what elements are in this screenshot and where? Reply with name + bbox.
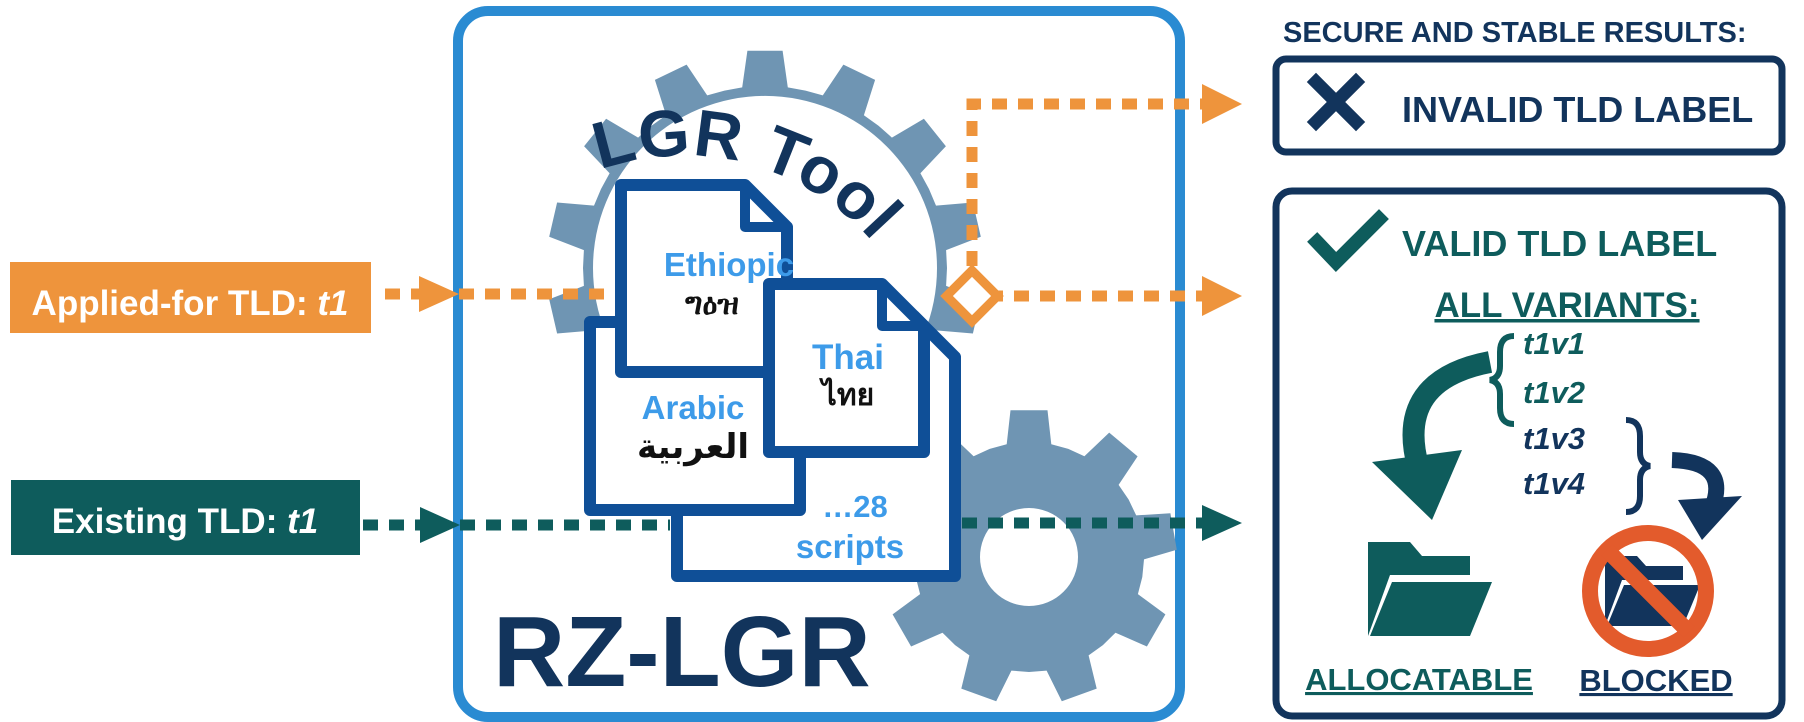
blocked-folder-icon [1582,525,1714,657]
applied-flow-line [385,98,1202,302]
script-sample-ethiopic: ግዕዝ [685,287,739,322]
variant-item: t1v4 [1523,466,1585,501]
variants-heading: ALL VARIANTS: [1434,286,1699,325]
existing-tld-box [11,480,360,555]
check-icon [1307,209,1389,273]
prohibition-icon [1601,544,1695,638]
existing-tld-label: Existing TLD: t1 [52,502,318,541]
script-name-arabic: Arabic [642,389,745,426]
arrowhead [1202,84,1242,124]
document-fold [877,284,924,331]
rz-lgr-title: RZ-LGR [493,596,871,708]
brace-blocked-icon [1625,417,1651,515]
variant-item: t1v3 [1523,421,1585,456]
invalid-result-box [1272,55,1786,156]
documents-stack [584,179,961,582]
invalid-label: INVALID TLD LABEL [1402,89,1753,130]
applied-tld-label: Applied-for TLD: t1 [32,284,349,323]
more-scripts-unit: scripts [796,528,904,565]
folder-icon [1368,542,1492,636]
existing-flow-line [363,517,1202,531]
cross-icon [1306,72,1366,132]
applied-tld-box [10,262,371,333]
allocatable-label: ALLOCATABLE [1305,662,1533,697]
arrowhead [1202,505,1242,541]
arrowhead [1678,496,1742,540]
brace-allocatable-icon [1489,333,1515,427]
blocked-label: BLOCKED [1579,663,1732,698]
valid-label: VALID TLD LABEL [1402,223,1717,264]
variant-item: t1v1 [1523,326,1585,361]
arrowhead [1202,276,1242,316]
arrowhead [420,507,460,543]
decision-diamond-icon [940,264,1004,328]
script-name-ethiopic: Ethiopic [664,246,794,283]
arrowhead [1372,450,1462,520]
prohibition-icon [1582,525,1714,657]
script-sample-thai: ไทย [819,377,874,413]
more-scripts-count: …28 [822,489,887,524]
curved-arrow-allocatable-icon [1402,351,1493,469]
script-sample-arabic: العربية [637,427,749,467]
variant-item: t1v2 [1523,375,1585,410]
arrowhead [419,276,459,312]
results-heading: SECURE AND STABLE RESULTS: [1283,17,1746,49]
script-name-thai: Thai [812,338,884,377]
document-fold [740,185,787,232]
